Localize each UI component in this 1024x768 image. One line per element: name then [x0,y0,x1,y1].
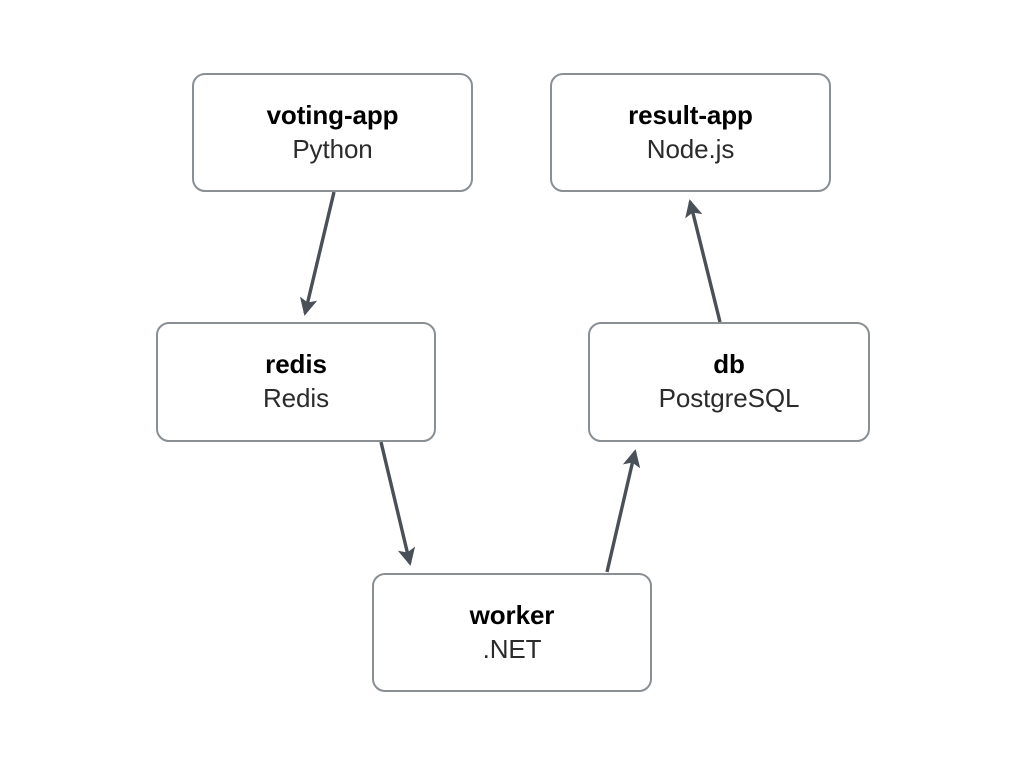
node-title: voting-app [266,99,399,130]
node-result-app[interactable]: result-app Node.js [550,73,831,192]
node-title: db [713,349,745,380]
node-title: redis [265,349,327,380]
node-redis[interactable]: redis Redis [156,322,436,442]
node-title: worker [469,599,555,630]
node-subtitle: Python [292,133,373,164]
node-subtitle: .NET [482,633,542,664]
node-worker[interactable]: worker .NET [372,573,652,692]
edge-redis-to-worker [379,441,416,566]
node-title: result-app [628,99,753,130]
node-voting-app[interactable]: voting-app Python [192,73,473,192]
node-db[interactable]: db PostgreSQL [588,322,870,442]
edge-worker-to-db [605,449,641,573]
node-subtitle: Node.js [646,133,735,164]
edge-voting-app-to-redis [299,191,336,316]
node-subtitle: PostgreSQL [658,383,800,413]
node-subtitle: Redis [263,383,329,413]
edge-db-to-result-app [685,199,722,323]
